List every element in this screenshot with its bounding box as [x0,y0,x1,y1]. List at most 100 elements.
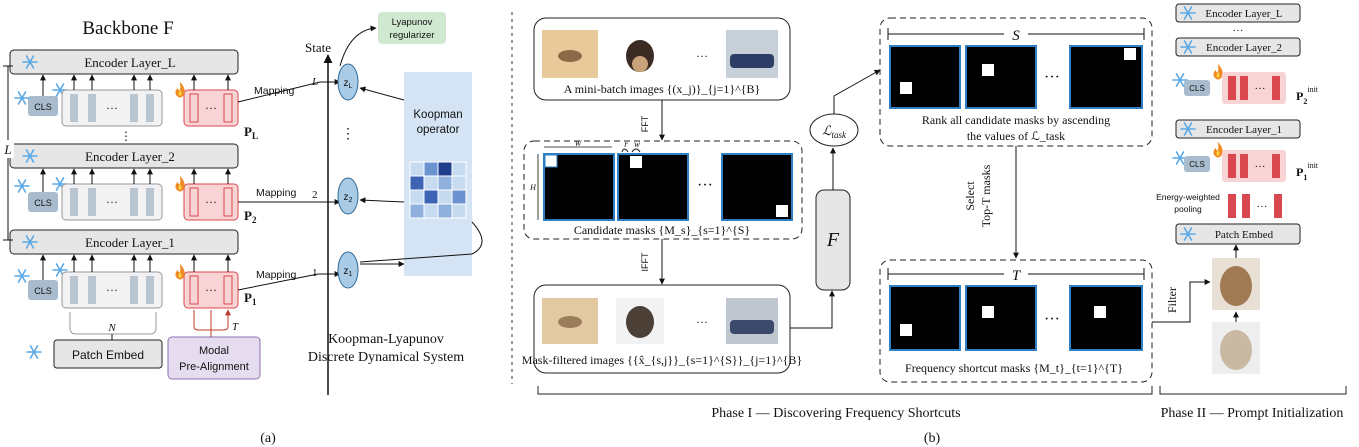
dim-r: r [624,139,628,149]
mapping-arrow-l [237,81,321,103]
pooling-tokens [1228,194,1282,218]
filtered-ellipsis: ··· [696,315,708,329]
state-tick-l: L [311,76,318,88]
snowflake-icon [26,345,42,359]
prompt-token [223,275,233,305]
state-node-2 [337,177,359,215]
pi-encoder-2 [1175,37,1301,57]
modal-prealign-box [167,336,261,380]
phase1-label: Phase I — Discovering Frequency Shortcut… [711,406,960,421]
pi-ellipsis: ··· [1255,83,1266,95]
fire-icon [175,264,185,280]
token-bar [146,94,154,122]
phase1-bracket [537,386,1153,395]
state-node-1-label: z1 [344,266,353,278]
pi-encoder-1-label: Encoder Layer_1 [1206,124,1282,136]
ellipsis: ··· [106,283,118,297]
rank-line1: Rank all candidate masks by ascending [922,113,1110,127]
repeat-t-label: T [232,321,239,333]
koopman-matrix [409,161,467,219]
pi-encoder-2-label: Encoder Layer_2 [1206,42,1282,54]
pi-encoder-l [1175,3,1301,23]
pi-cls-2-label: CLS [1189,84,1205,93]
token-bar [130,94,138,122]
repeat-bracket [69,312,157,335]
prompt-p-1: P1 [244,290,257,307]
state-tick-2: 2 [312,189,318,201]
lyapunov-line1: Lyapunov [392,17,433,28]
shortcut-mask-2 [965,285,1037,351]
vdots: ⋮ [120,129,132,143]
snowflake-icon [14,91,30,105]
candidate-box [523,140,803,240]
token-bar [70,188,78,216]
prompt-token [189,93,199,123]
cls-token-1 [28,280,58,300]
caption-b: (b) [924,431,941,446]
patch-embed-label: Patch Embed [72,348,144,362]
pi-cls-1 [1184,156,1210,172]
panel-a: Backbone F Encoder Layer_L CLS ··· ··· P… [2,12,483,446]
pi-prompt-token [1240,154,1248,178]
mapping-label-l: Mapping [254,85,294,97]
pi-prompt-token [1240,76,1248,100]
shortcut-mask-1 [889,285,961,351]
filtered-box [533,284,791,374]
pi-p1-init: P1init [1296,161,1319,182]
filtered-label: Mask-filtered images {{x̂_{s,j}}_{s=1}^{… [522,353,802,367]
ranked-mask-2 [965,45,1037,109]
dim-h: H [529,183,537,192]
phase2-bracket [1159,386,1347,395]
prompt-token [223,187,233,217]
fire-icon [1213,142,1223,158]
pi-encoder-1 [1175,119,1301,139]
pi-prompt-token [1272,154,1280,178]
candidate-label: Candidate masks {M_s}_{s=1}^{S} [574,223,750,237]
pooling-line1: Energy-weighted [1156,192,1220,202]
prompt-p-l: PL [244,124,258,141]
state-vdots: ⋮ [341,127,355,142]
select-line2: Top-T masks [979,164,993,227]
state-node-2-label: z2 [344,192,353,204]
modal-prealign-line2: Pre-Alignment [179,361,249,373]
pi-prompt-group-1 [1222,150,1286,182]
token-bar [88,276,96,304]
fire-icon [175,82,185,98]
ifft-label: IFFT [640,252,650,271]
cls-token-l [28,96,58,116]
pi-prompt-token [1228,154,1236,178]
caption-a: (a) [260,431,276,446]
token-bar [88,94,96,122]
shortcut-ellipsis: ··· [1044,311,1060,328]
filter-label: Filter [1165,287,1179,313]
pi-ellipsis: ··· [1257,201,1268,213]
pi-encoder-l-label: Encoder Layer_L [1205,8,1283,20]
t-label: T [1012,268,1022,284]
lyapunov-line2: regularizer [390,30,435,41]
token-bar [130,188,138,216]
rank-box [879,17,1153,147]
phase2-label: Phase II — Prompt Initialization [1161,406,1344,421]
candidate-ellipsis: ··· [697,177,713,194]
prompt-token [189,275,199,305]
prompt-token [189,187,199,217]
pi-ellipsis: ··· [1255,161,1266,173]
mapping-label-2: Mapping [256,187,296,199]
pi-vdots: ··· [1233,25,1244,37]
encoder-layer-1-label: Encoder Layer_1 [85,235,175,250]
fire-icon [1213,64,1223,80]
shortcut-label: Frequency shortcut masks {M_t}_{t=1}^{T} [905,361,1123,375]
mapping-label-1: Mapping [256,269,296,281]
fft-label: FFT [640,115,650,132]
state-axis-label: State [305,40,331,55]
pi-patch-embed [1175,223,1301,245]
token-bar [88,188,96,216]
dim-w2: w [634,139,640,149]
token-bar [70,94,78,122]
snowflake-icon [14,179,30,193]
ellipsis: ··· [106,101,118,115]
ellipsis: ··· [205,283,217,297]
pi-p2-init: P2init [1296,85,1319,106]
koopman-line1: Koopman [413,109,462,121]
